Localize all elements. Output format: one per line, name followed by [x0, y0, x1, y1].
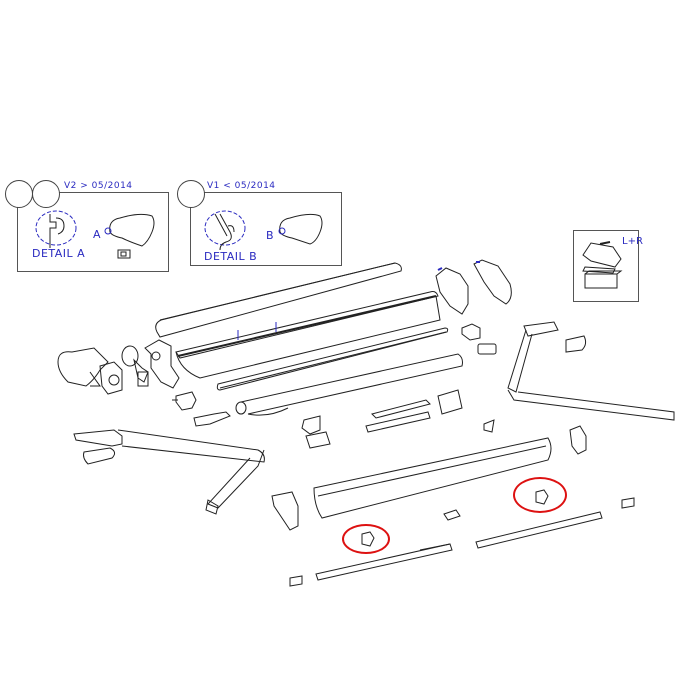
highlight-ring-left [342, 524, 390, 554]
reference-circle-1 [5, 180, 33, 208]
mid-bracket [301, 415, 331, 449]
front-lead-bar [313, 437, 552, 519]
left-arm [73, 429, 265, 515]
right-box [437, 389, 463, 415]
left-end-clip [289, 575, 303, 587]
small-clip [483, 419, 495, 433]
callout-b: B [266, 229, 274, 242]
reference-circle-3 [177, 180, 205, 208]
left-connector [193, 411, 231, 427]
highlight-ring-right [513, 477, 567, 513]
front-left-cap [271, 491, 299, 531]
right-end-clip [621, 497, 635, 509]
detail-b-label: DETAIL B [204, 250, 258, 263]
inset-label: L+R [622, 236, 643, 247]
callout-a: A [93, 228, 101, 241]
left-spring-assembly [121, 345, 149, 387]
top-cover [155, 262, 402, 338]
detail-panel-b [190, 192, 342, 266]
detail-a-label: DETAIL A [32, 247, 86, 260]
right-tele-bar [475, 511, 603, 549]
right-bracket-small [461, 323, 481, 341]
right-end-cap [473, 259, 512, 305]
reference-circle-2 [32, 180, 60, 208]
center-clip [443, 509, 461, 521]
right-end-cover [569, 425, 587, 455]
fabric-profile [175, 291, 441, 379]
right-gear-housing [435, 267, 469, 315]
left-bracket-small [172, 391, 197, 411]
left-end-cap [57, 347, 109, 387]
lead-rail [216, 327, 449, 391]
left-bracket [99, 361, 123, 395]
mounting-rail [365, 399, 431, 433]
version-label-v1: V1 < 05/2014 [207, 181, 276, 191]
version-label-v2: V2 > 05/2014 [64, 181, 133, 191]
detail-b-drawing [204, 210, 323, 251]
right-connector [477, 343, 497, 355]
detail-a-drawing [35, 210, 155, 259]
left-gear-housing [144, 339, 180, 389]
roller-tube [235, 353, 463, 416]
right-arm [507, 321, 675, 421]
right-arm-cap [565, 335, 587, 353]
left-tele-bar [315, 543, 453, 581]
inset-drawing [582, 241, 623, 289]
